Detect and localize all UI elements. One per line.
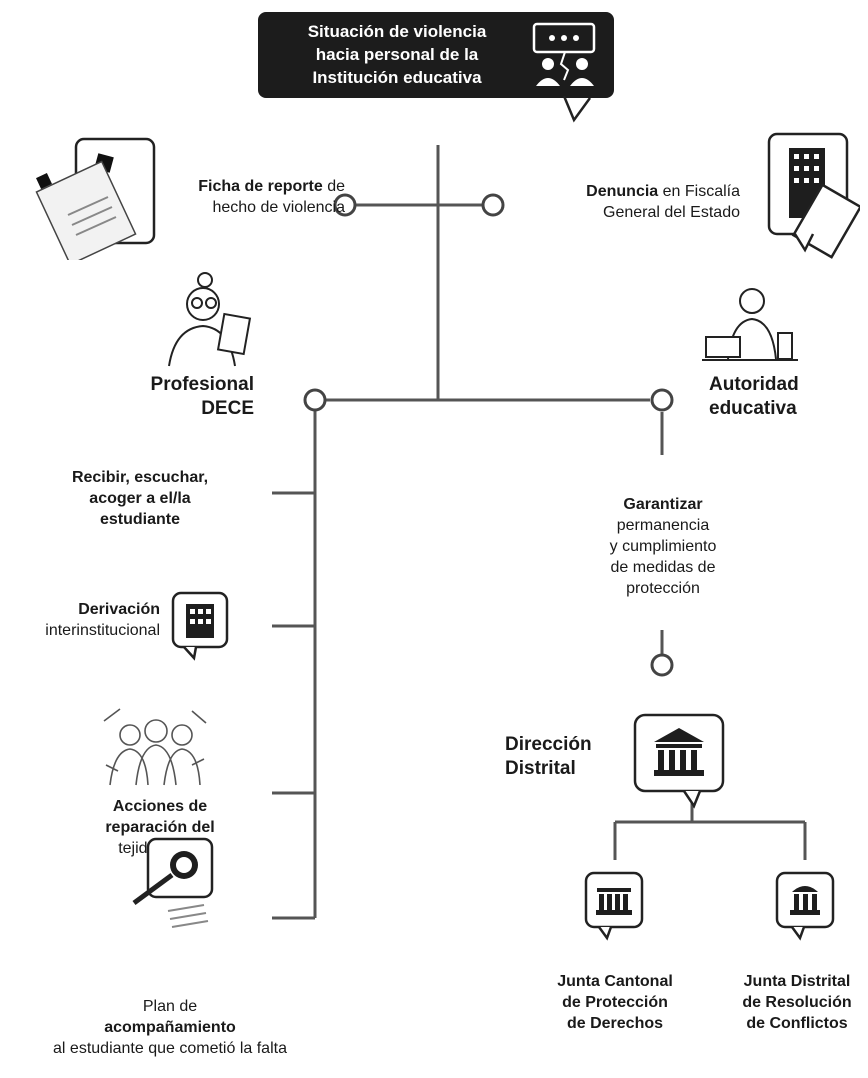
title-line-1: Situación de violencia [307, 22, 487, 41]
garantizar-bold: Garantizar [623, 496, 703, 513]
ficha-bold: Ficha de reporte [198, 178, 323, 195]
node-dece [303, 388, 327, 412]
recibir-line-1: Recibir, escuchar, [71, 469, 209, 486]
plan-line-1: Plan de [142, 998, 198, 1015]
node-garantizar [650, 653, 674, 677]
direccion-line-1: Dirección [505, 734, 592, 755]
report-form-icon [35, 137, 156, 260]
prosecutor-building-icon [767, 132, 860, 259]
magnifier-document-icon [132, 837, 214, 928]
plan-label: Plan de acompañamiento al estudiante que… [20, 996, 320, 1059]
junta-distrital-line-3: de Conflictos [746, 1015, 848, 1032]
dece-line-2: DECE [201, 398, 254, 419]
title-text: Situación de violencia hacia personal de… [282, 20, 512, 89]
recibir-label: Recibir, escuchar, acoger a el/la estudi… [40, 467, 240, 530]
junta-cantonal-label: Junta Cantonal de Protección de Derechos [535, 971, 695, 1034]
junta-distrital-line-1: Junta Distrital [743, 973, 851, 990]
ficha-label: Ficha de reporte de hecho de violencia [150, 176, 345, 218]
derivacion-label: Derivación interinstitucional [0, 599, 160, 641]
derivacion-bold: Derivación [78, 601, 160, 618]
cantonal-board-icon [584, 871, 644, 941]
dece-professional-icon [168, 272, 252, 367]
district-office-icon [633, 713, 725, 809]
derivacion-line-2: interinstitucional [45, 622, 160, 639]
acciones-line-2: reparación del [105, 819, 215, 836]
denuncia-bold: Denuncia [586, 183, 659, 200]
garantizar-line-2: permanencia [616, 517, 710, 534]
plan-line-3: al estudiante que cometió la falta [53, 1040, 287, 1057]
title-speech-tail [562, 96, 592, 123]
recibir-line-3: estudiante [99, 511, 180, 528]
denuncia-label: Denuncia en Fiscalía General del Estado [510, 181, 740, 223]
derivation-building-icon [171, 591, 229, 661]
node-denuncia [481, 193, 505, 217]
garantizar-line-4: de medidas de [610, 559, 716, 576]
dece-line-1: Profesional [150, 374, 254, 395]
node-autoridad [650, 388, 674, 412]
garantizar-line-5: protección [626, 580, 700, 597]
junta-distrital-line-2: de Resolución [742, 994, 852, 1011]
direccion-label: Dirección Distrital [505, 733, 625, 781]
junta-cantonal-line-1: Junta Cantonal [557, 973, 673, 990]
denuncia-line-2: General del Estado [603, 204, 740, 221]
title-line-3: Institución educativa [312, 68, 482, 87]
dece-label: Profesional DECE [120, 373, 254, 421]
acciones-line-1: Acciones de [112, 798, 208, 815]
plan-line-2: acompañamiento [104, 1019, 236, 1036]
denuncia-rest: en Fiscalía [658, 183, 740, 200]
ficha-line-2: hecho de violencia [212, 199, 345, 216]
ficha-rest: de [322, 178, 345, 195]
junta-distrital-label: Junta Distrital de Resolución de Conflic… [726, 971, 868, 1034]
community-group-icon [103, 708, 207, 786]
autoridad-line-2: educativa [709, 398, 797, 419]
title-box: Situación de violencia hacia personal de… [258, 12, 614, 98]
autoridad-line-1: Autoridad [709, 374, 799, 395]
recibir-line-2: acoger a el/la [89, 490, 191, 507]
title-line-2: hacia personal de la [315, 45, 479, 64]
garantizar-label: Garantizar permanencia y cumplimiento de… [580, 494, 746, 599]
junta-cantonal-line-3: de Derechos [566, 1015, 664, 1032]
node-ficha [333, 193, 357, 217]
direccion-line-2: Distrital [505, 758, 576, 779]
education-authority-icon [702, 288, 798, 361]
chat-users-icon [532, 22, 596, 86]
garantizar-line-3: y cumplimiento [609, 538, 717, 555]
autoridad-label: Autoridad educativa [709, 373, 849, 421]
district-board-icon [775, 871, 835, 941]
junta-cantonal-line-2: de Protección [562, 994, 668, 1011]
